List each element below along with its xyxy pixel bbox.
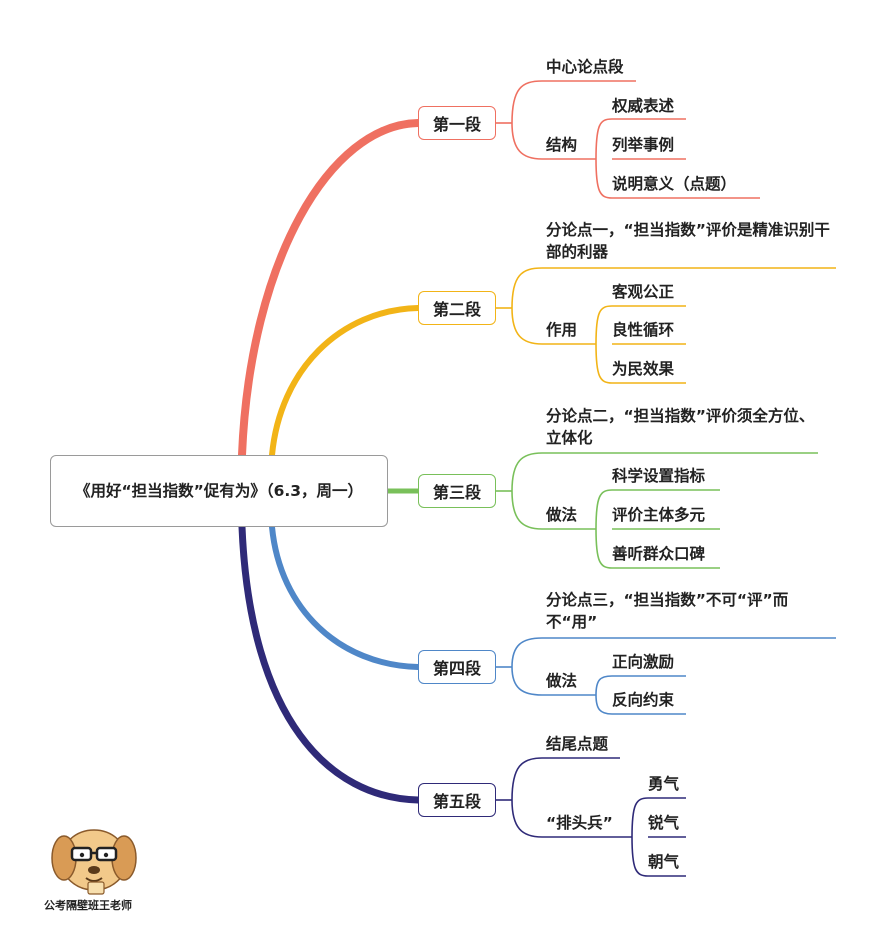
section-5-item-2: 锐气 <box>648 814 680 832</box>
cartoon-dog-with-glasses-icon <box>51 829 137 895</box>
section-1-thesis: 中心论点段 <box>546 58 624 76</box>
section-2-item-1: 客观公正 <box>612 283 675 301</box>
root-title: 《用好“担当指数”促有为》（6.3，周一） <box>74 482 364 500</box>
section-4-item-1: 正向激励 <box>612 653 675 671</box>
section-3-title: 第三段 <box>432 483 481 502</box>
section-1-title: 第一段 <box>432 115 481 134</box>
section-2-thesis: 分论点一，“担当指数”评价是精准识别干部的利器 <box>546 221 830 261</box>
section-4-title: 第四段 <box>432 659 481 678</box>
section-4-node: 第四段 <box>418 650 496 684</box>
section-5-thesis: 结尾点题 <box>546 735 609 753</box>
section-2-node: 第二段 <box>418 291 496 325</box>
section-3-sub: 做法 <box>546 506 578 524</box>
section-1-item-3: 说明意义（点题） <box>612 175 737 193</box>
section-5-item-3: 朝气 <box>648 853 680 871</box>
section-1-item-2: 列举事例 <box>612 136 675 154</box>
section-5-item-1: 勇气 <box>648 775 680 793</box>
watermark-caption: 公考隔壁班王老师 <box>44 899 132 912</box>
section-3-node: 第三段 <box>418 474 496 508</box>
section-3-item-3: 善听群众口碑 <box>612 545 706 563</box>
section-5-sub: “排头兵” <box>546 814 613 832</box>
section-1-sub: 结构 <box>546 136 578 154</box>
section-3-item-2: 评价主体多元 <box>612 506 706 524</box>
section-5-node: 第五段 <box>418 783 496 817</box>
section-3-item-1: 科学设置指标 <box>612 467 706 485</box>
section-3-thesis: 分论点二，“担当指数”评价须全方位、立体化 <box>546 407 815 447</box>
section-2-item-2: 良性循环 <box>612 321 675 339</box>
root-topic: 《用好“担当指数”促有为》（6.3，周一） <box>50 455 388 527</box>
section-1-item-1: 权威表述 <box>612 97 675 115</box>
section-1-node: 第一段 <box>418 106 496 140</box>
section-2-title: 第二段 <box>432 300 481 319</box>
section-5-title: 第五段 <box>432 792 481 811</box>
section-4-sub: 做法 <box>546 672 578 690</box>
section-2-item-3: 为民效果 <box>612 360 675 378</box>
section-4-item-2: 反向约束 <box>612 691 675 709</box>
section-4-thesis: 分论点三，“担当指数”不可“评”而不“用” <box>546 591 789 631</box>
section-2-sub: 作用 <box>546 321 578 339</box>
